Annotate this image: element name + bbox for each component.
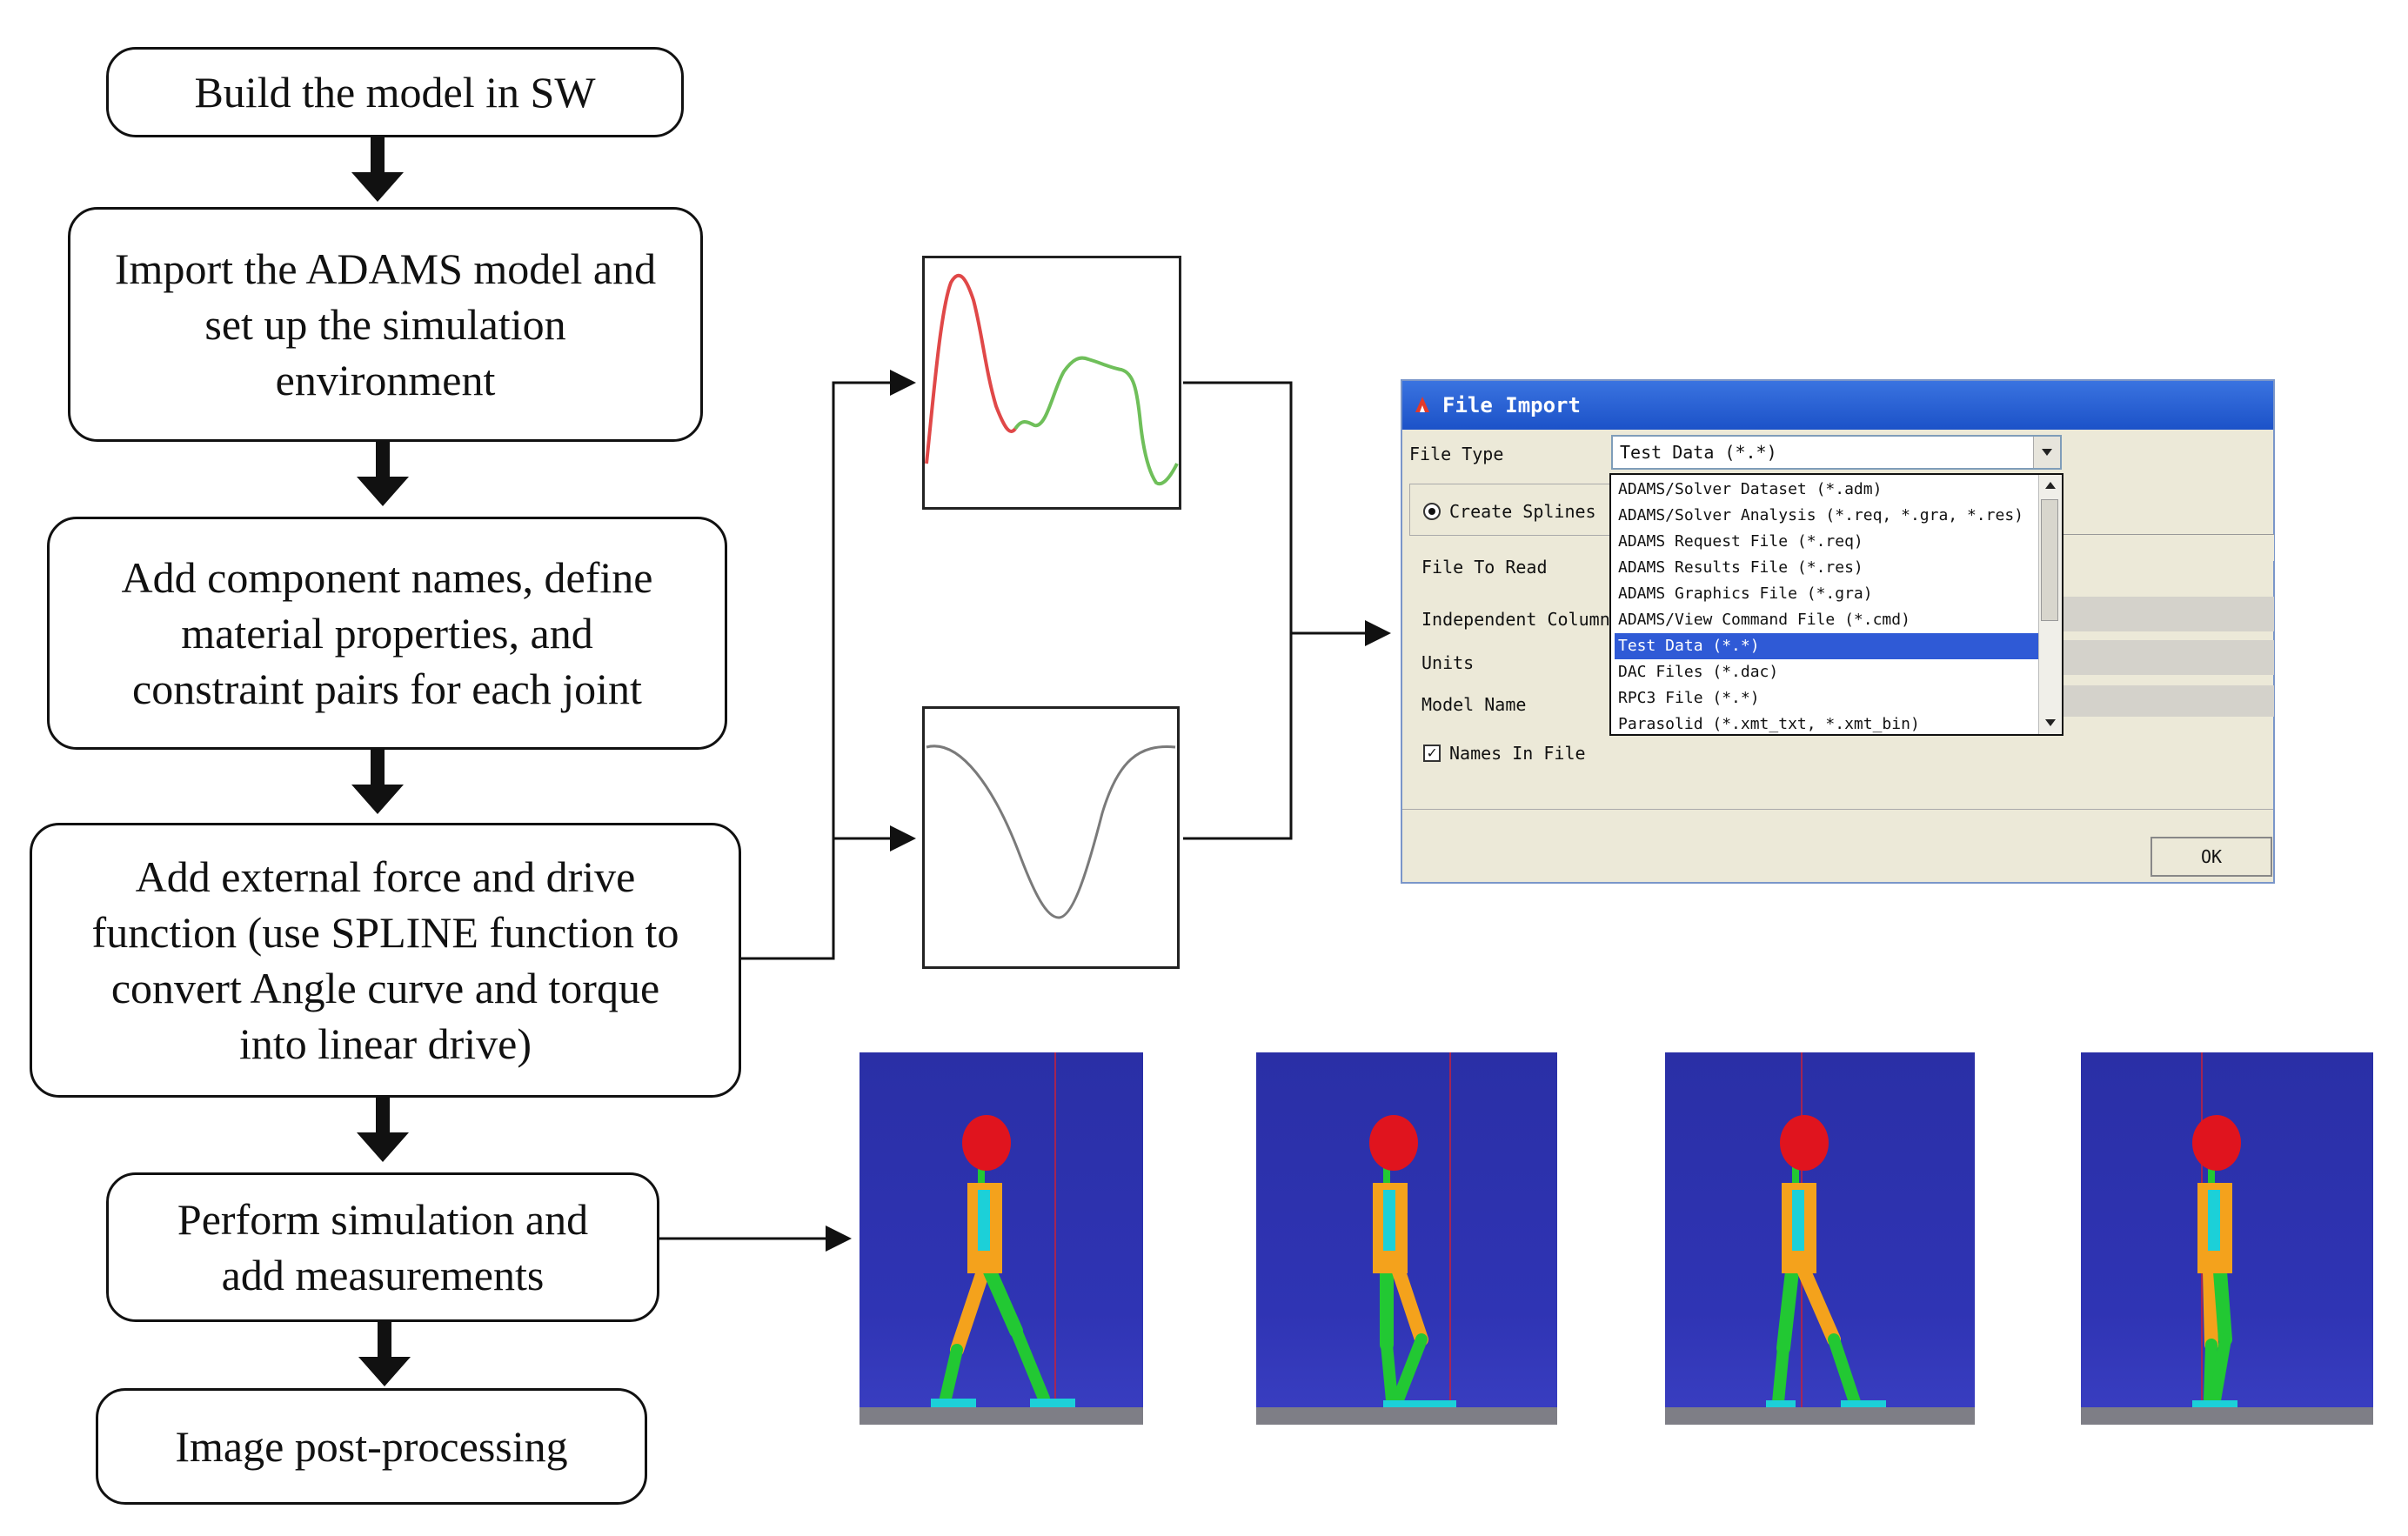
file-import-dialog: File Import File Type Test Data (*.*) Cr… <box>1401 379 2275 884</box>
dropdown-option-selected[interactable]: Test Data (*.*) <box>1615 633 2041 659</box>
flow-arrow-1 <box>351 137 404 202</box>
merge-connector <box>1183 381 1293 840</box>
names-in-file-checkbox[interactable]: ✓ <box>1423 745 1441 762</box>
dropdown-option[interactable]: Parasolid (*.xmt_txt, *.xmt_bin) <box>1618 715 1920 733</box>
step-text: Add external force and drive function (u… <box>91 852 679 1068</box>
dropdown-option[interactable]: ADAMS/Solver Analysis (*.req, *.gra, *.r… <box>1618 506 2023 524</box>
floor <box>1665 1407 1975 1425</box>
model-name-label: Model Name <box>1421 694 1527 715</box>
dropdown-option[interactable]: DAC Files (*.dac) <box>1618 663 1779 681</box>
names-in-file-label: Names In File <box>1449 743 1586 764</box>
step-post-processing: Image post-processing <box>96 1388 647 1505</box>
create-splines-label: Create Splines <box>1449 501 1596 522</box>
torque-curve <box>926 745 1176 919</box>
walker-figure-3 <box>1766 1115 1886 1411</box>
reference-line <box>1449 1052 1451 1407</box>
floor <box>2081 1407 2373 1425</box>
ok-button[interactable]: OK <box>2150 837 2272 877</box>
step-import-adams: Import the ADAMS model and set up the si… <box>68 207 703 442</box>
create-splines-radio[interactable] <box>1423 503 1441 520</box>
step-perform-simulation: Perform simulation and add measurements <box>106 1172 659 1322</box>
file-type-label: File Type <box>1409 444 1504 464</box>
flow-arrow-2 <box>357 442 409 506</box>
file-type-dropdown: ADAMS/Solver Dataset (*.adm) ADAMS/Solve… <box>1609 473 2064 736</box>
torque-curve-plot <box>922 706 1180 969</box>
flow-arrow-5 <box>358 1322 411 1386</box>
floor <box>860 1407 1143 1425</box>
independent-column-field[interactable] <box>2064 597 2274 631</box>
dropdown-option[interactable]: RPC3 File (*.*) <box>1618 689 1760 707</box>
scroll-up-icon[interactable] <box>2039 475 2062 498</box>
step-add-force: Add external force and drive function (u… <box>30 823 741 1098</box>
file-to-read-field[interactable] <box>2064 534 2274 561</box>
file-type-value: Test Data (*.*) <box>1620 442 1777 463</box>
simulation-frame-3 <box>1665 1052 1975 1425</box>
dialog-separator <box>1402 809 2273 810</box>
angle-curve-plot <box>922 256 1181 510</box>
dropdown-option[interactable]: ADAMS Graphics File (*.gra) <box>1618 584 1873 603</box>
dropdown-option[interactable]: ADAMS/Solver Dataset (*.adm) <box>1618 480 1883 498</box>
walker-figure-2 <box>1369 1115 1456 1411</box>
units-label: Units <box>1421 652 1475 673</box>
step-text: Import the ADAMS model and set up the si… <box>114 244 657 404</box>
file-to-read-label: File To Read <box>1421 557 1548 578</box>
model-name-field[interactable] <box>2064 685 2274 717</box>
flow-arrow-3 <box>351 750 404 814</box>
reference-line <box>1054 1052 1056 1407</box>
floor <box>1256 1407 1557 1425</box>
dropdown-scrollbar[interactable] <box>2038 475 2062 734</box>
branch-connector <box>741 370 916 960</box>
scroll-down-icon[interactable] <box>2039 711 2062 734</box>
simulation-frame-2 <box>1256 1052 1557 1425</box>
step-build-model: Build the model in SW <box>106 47 684 137</box>
units-field[interactable] <box>2064 640 2274 675</box>
step-text: Perform simulation and add measurements <box>177 1195 589 1299</box>
walker-figure-4 <box>2192 1115 2241 1411</box>
dropdown-option[interactable]: ADAMS Results File (*.res) <box>1618 558 1863 577</box>
angle-curve <box>925 274 1179 486</box>
step-text: Image post-processing <box>175 1422 568 1471</box>
create-splines-group <box>1409 484 1610 536</box>
simulation-frame-4 <box>2081 1052 2373 1425</box>
dialog-titlebar: File Import <box>1402 381 2273 430</box>
step-add-components: Add component names, define material pro… <box>47 517 727 750</box>
chevron-down-icon[interactable] <box>2033 437 2060 468</box>
dialog-title: File Import <box>1442 393 1581 417</box>
dropdown-option[interactable]: ADAMS Request File (*.req) <box>1618 532 1863 551</box>
independent-column-label: Independent Column <box>1421 609 1610 630</box>
dropdown-option[interactable]: ADAMS/View Command File (*.cmd) <box>1618 611 1910 629</box>
flow-arrow-4 <box>357 1098 409 1162</box>
simulation-frame-1 <box>860 1052 1143 1425</box>
scrollbar-thumb[interactable] <box>2041 499 2058 621</box>
adams-app-icon <box>1415 397 1429 412</box>
file-type-select[interactable]: Test Data (*.*) <box>1611 435 2062 470</box>
step-text: Build the model in SW <box>194 68 596 117</box>
walker-figure-1 <box>931 1115 1075 1409</box>
step-text: Add component names, define material pro… <box>121 553 653 713</box>
